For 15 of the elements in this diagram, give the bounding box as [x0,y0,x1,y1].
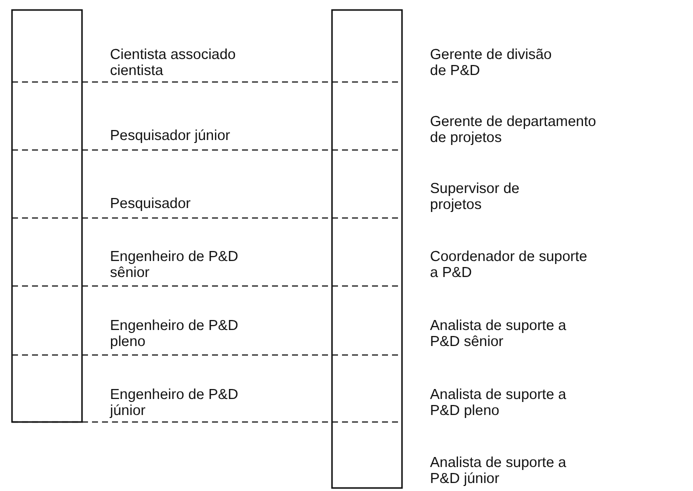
job-title: Gerente de divisão de P&D [430,47,553,79]
job-title: Analista de suporte a P&D júnior [430,455,568,487]
ladder-bar [331,9,403,489]
ladder-bar [11,9,83,423]
job-title: Gerente de departamento de projetos [430,114,598,146]
job-title: Pesquisador júnior [110,128,232,144]
job-title: Engenheiro de P&D pleno [110,318,240,350]
job-title: Pesquisador [110,196,192,212]
job-title: Coordenador de suporte a P&D [430,249,588,281]
job-title: Cientista associado cientista [110,47,237,79]
job-title: Analista de suporte a P&D sênior [430,318,568,350]
job-title: Engenheiro de P&D júnior [110,387,240,419]
job-title: Analista de suporte a P&D pleno [430,387,568,419]
job-title: Engenheiro de P&D sênior [110,249,240,281]
job-title: Supervisor de projetos [430,181,520,213]
